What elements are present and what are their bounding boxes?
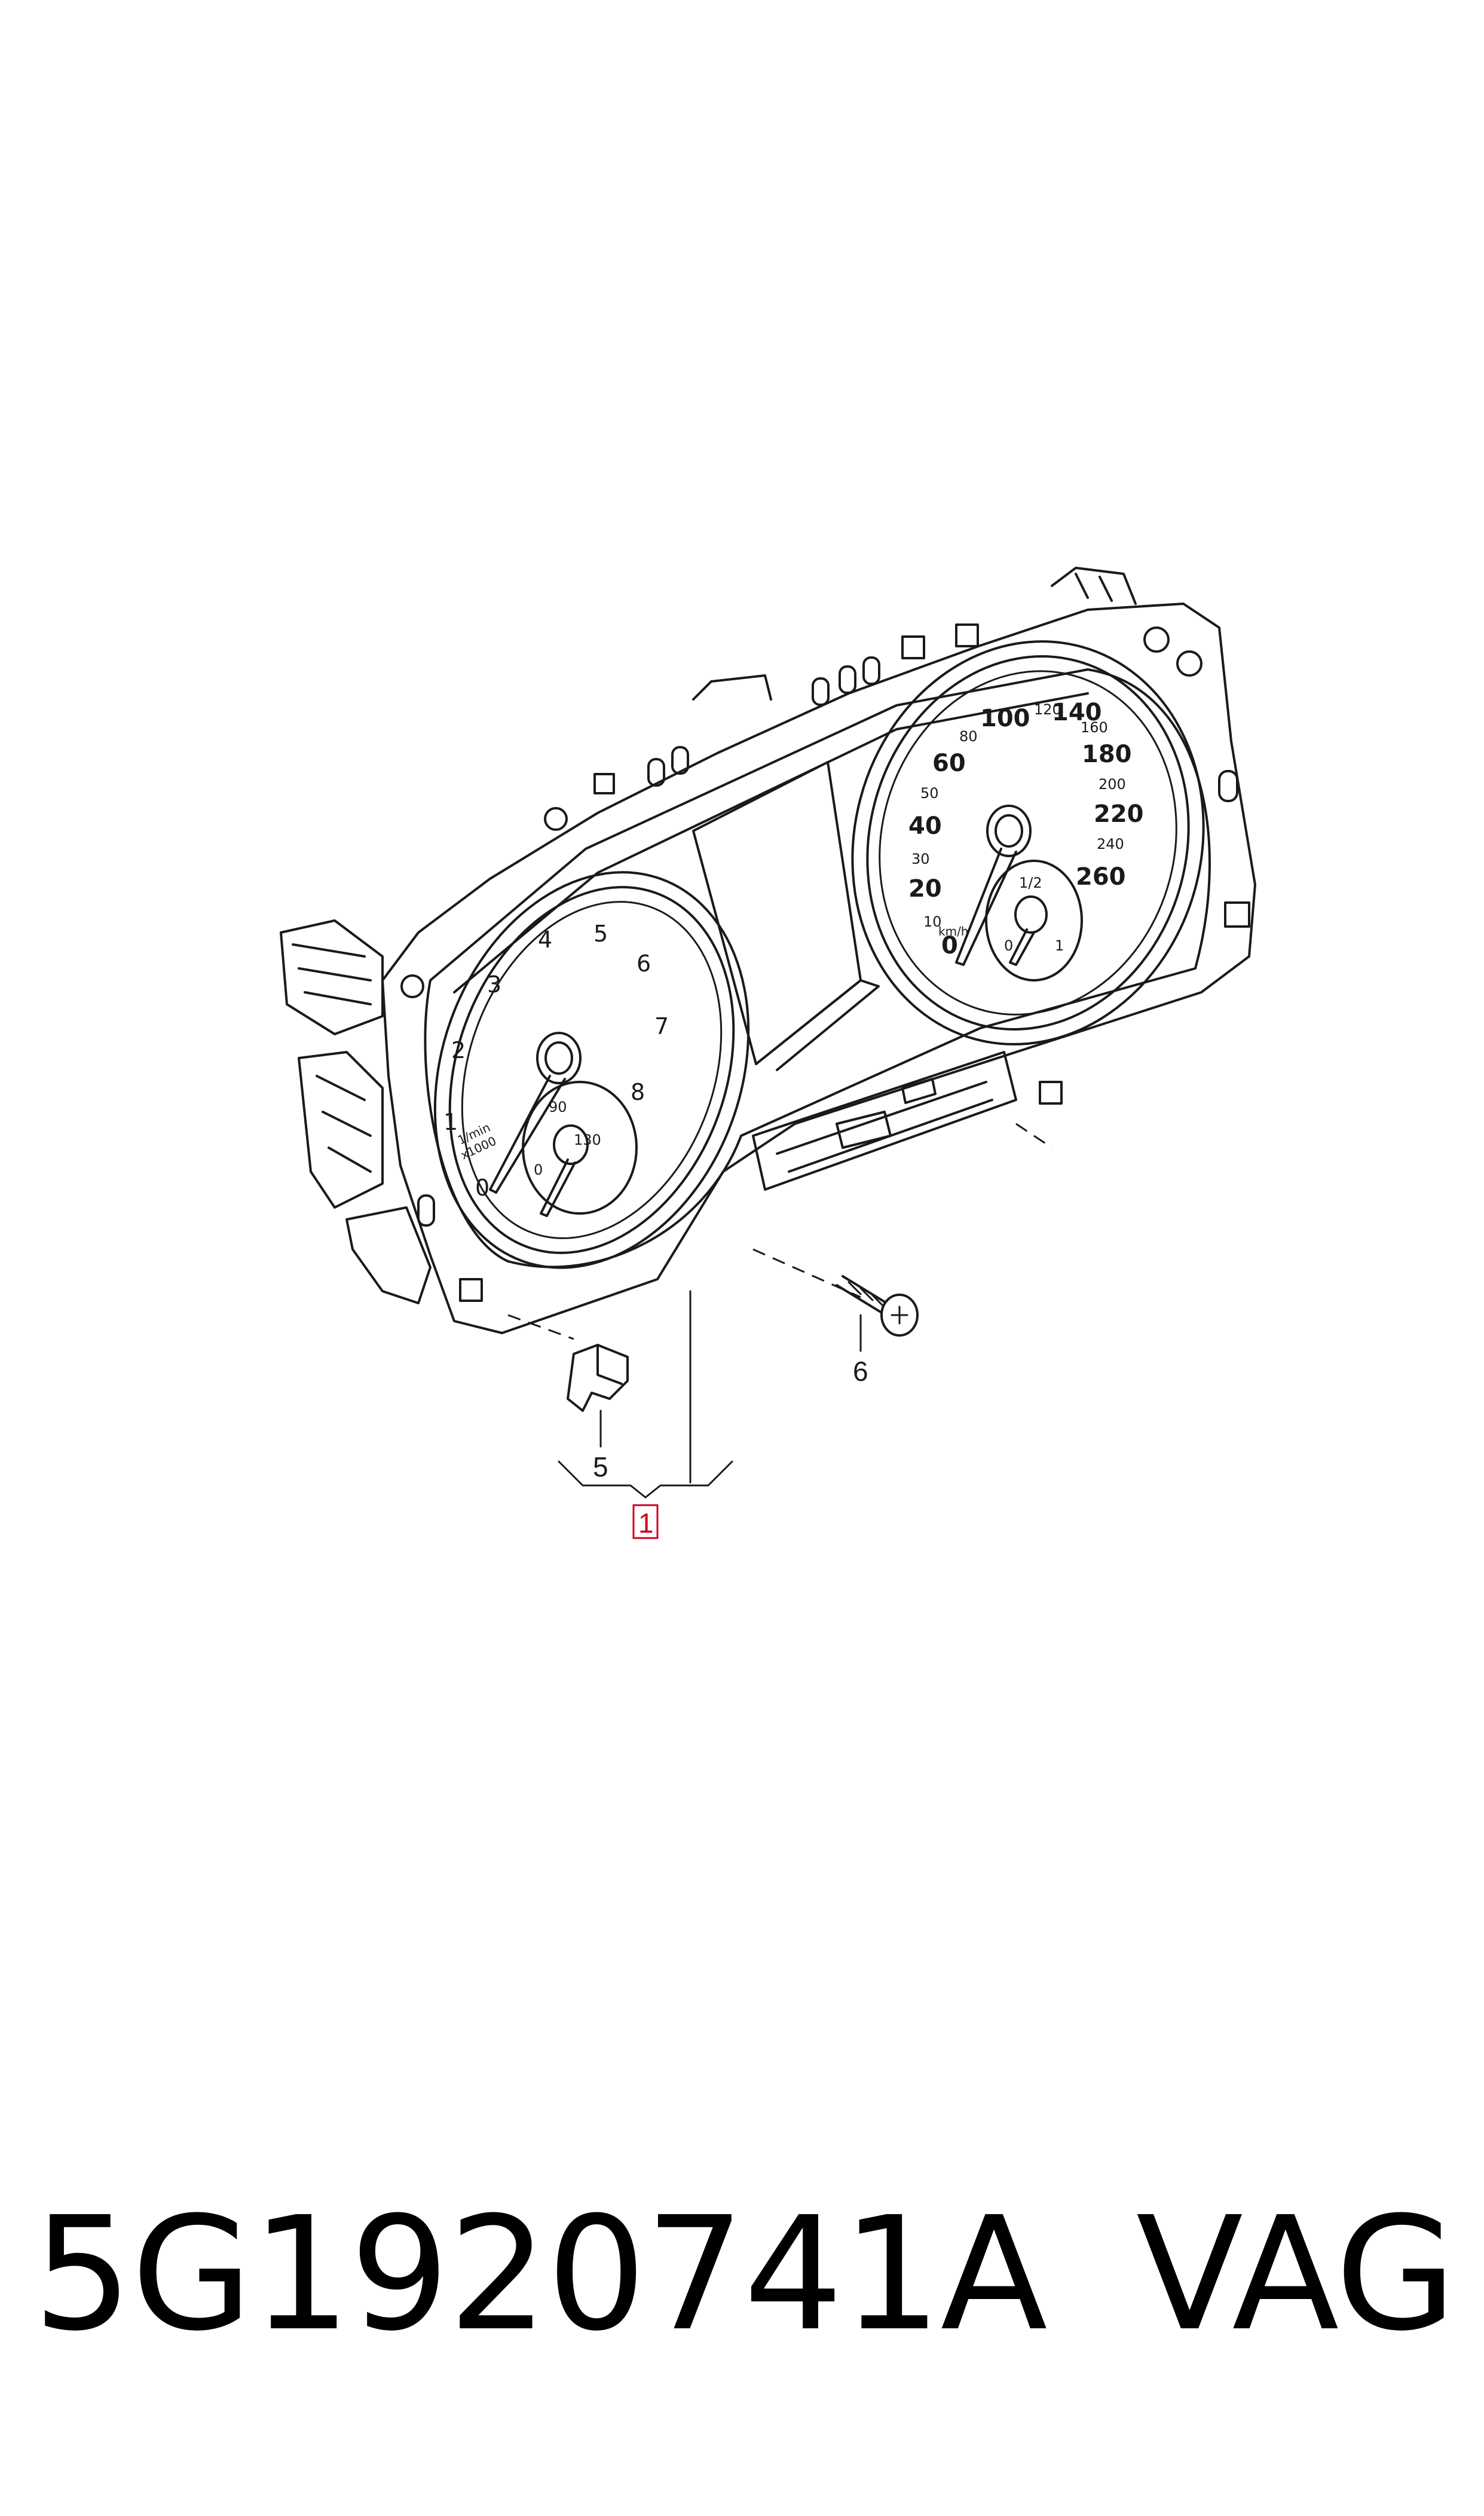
speedometer-sub-gauge [985, 860, 1083, 982]
callout-6: 6 [853, 1356, 868, 1387]
screw-part: 6 [836, 1275, 919, 1387]
callout-1-highlight-box [632, 1504, 659, 1539]
tachometer-sub-gauge [522, 1081, 638, 1215]
tach-number: 0 [475, 1175, 489, 1201]
speed-minor-number: 50 [920, 785, 939, 802]
speed-minor-number: 200 [1099, 776, 1126, 793]
speedometer-gauge: 0 20 40 60 100 140 180 220 260 10 30 50 … [851, 640, 1205, 1045]
speed-number: 260 [1076, 863, 1126, 891]
tach-number: 4 [538, 927, 552, 953]
tach-number: 7 [654, 1013, 669, 1040]
speed-minor-number: 80 [959, 728, 978, 745]
speed-number: 0 [941, 932, 958, 959]
tach-number: 3 [487, 971, 501, 998]
speed-minor-number: 10 [923, 913, 942, 930]
leader-line-connector [1015, 1123, 1052, 1149]
speed-number: 220 [1094, 800, 1144, 828]
center-display [692, 761, 880, 1071]
callout-5: 5 [593, 1451, 608, 1482]
tach-number: 8 [631, 1079, 645, 1105]
leader-line-5 [507, 1314, 574, 1340]
speed-sub-number: 0 [1004, 937, 1013, 954]
callout-1: 1 [638, 1508, 654, 1539]
speed-minor-number: 240 [1097, 836, 1124, 852]
speed-minor-number: 30 [911, 851, 930, 867]
speed-number: 20 [908, 875, 942, 903]
tachometer-gauge: 0 1 2 3 4 5 6 7 8 1/min x1000 0 90 130 [433, 871, 750, 1269]
brand-label: VAG [1136, 2183, 1457, 2365]
connector-block [752, 1051, 1017, 1191]
tach-number: 6 [637, 950, 651, 977]
clip-part: 5 [567, 1344, 629, 1482]
tach-sub-number: 90 [549, 1099, 567, 1115]
callout-1-bracket: 1 [558, 1290, 733, 1539]
speed-minor-number: 120 [1034, 701, 1061, 718]
part-number-label: 5G1920741A [33, 2183, 1048, 2365]
speed-sub-number: 1 [1055, 937, 1064, 954]
tach-sub-number: 130 [574, 1132, 601, 1148]
tach-number: 1 [443, 1109, 458, 1135]
tach-number: 5 [593, 921, 608, 947]
speed-unit: km/h [938, 924, 968, 938]
part-caption: 5G1920741A VAG [33, 2183, 1457, 2365]
speed-minor-number: 160 [1081, 719, 1108, 736]
speed-number: 60 [932, 750, 966, 777]
speed-number: 40 [908, 812, 942, 840]
tach-number: 2 [451, 1037, 466, 1063]
tach-sub-number: 0 [534, 1161, 543, 1178]
speed-number: 100 [980, 705, 1030, 732]
speed-sub-number: 1/2 [1019, 875, 1042, 891]
speed-number: 180 [1082, 741, 1132, 768]
speed-number: 140 [1052, 699, 1102, 726]
